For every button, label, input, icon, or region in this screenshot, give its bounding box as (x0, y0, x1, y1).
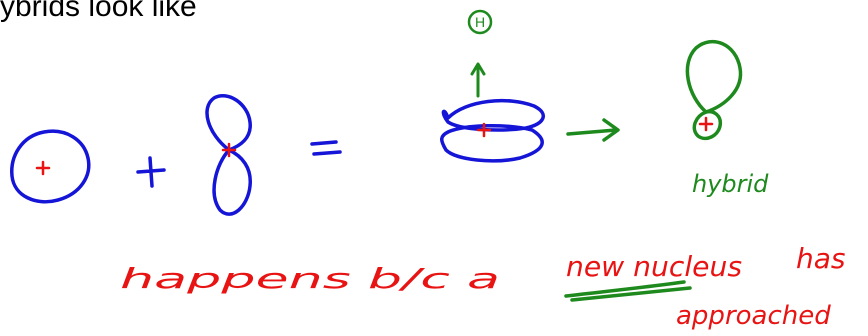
hybrid-label: hybrid (692, 170, 769, 198)
p-orbital (205, 94, 252, 216)
hybrid-orbital (685, 39, 743, 141)
nucleus-circle (467, 9, 493, 35)
combined-nucleus-marker (476, 122, 492, 138)
note-new-nucleus: new nucleus (566, 250, 742, 283)
note-prefix: happens b/c a (120, 262, 500, 295)
slide-heading: ybrids look like (0, 0, 197, 23)
explanation-note: happens b/c a new nucleus has approached (120, 242, 846, 331)
s-nucleus-marker (35, 160, 51, 176)
right-arrow-icon (566, 118, 620, 142)
plus-sign (136, 156, 166, 188)
equals-sign (310, 140, 342, 156)
hybrid-nucleus-marker (698, 116, 714, 132)
nucleus-symbol: H (475, 14, 485, 30)
underline-stroke (564, 280, 692, 302)
s-orbital (10, 129, 91, 204)
up-arrow-icon (470, 62, 486, 98)
approaching-nucleus: H (467, 9, 493, 98)
distorted-orbital (440, 98, 545, 163)
note-approached: approached (676, 301, 831, 331)
note-has: has (796, 242, 846, 275)
p-nucleus-marker (221, 142, 237, 158)
